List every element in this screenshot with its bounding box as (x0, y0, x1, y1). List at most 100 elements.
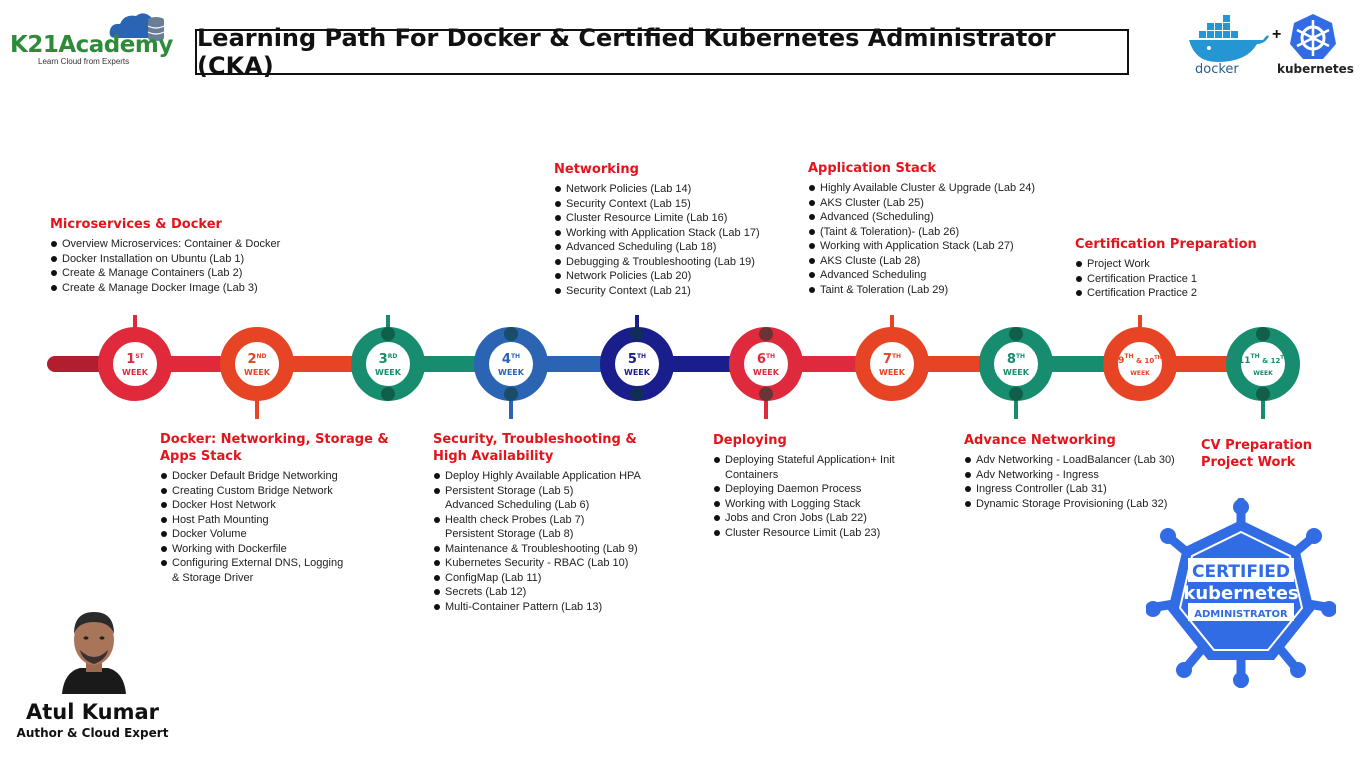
list-item: Working with Application Stack (Lab 27) (808, 239, 1035, 254)
list-item: Security Context (Lab 21) (554, 284, 760, 299)
title-line-2: High Availability (433, 449, 554, 464)
week-number: 2ND (247, 352, 266, 367)
section-title: Deploying (713, 433, 787, 448)
list-item: Containers (725, 468, 779, 481)
list-item: Deploying Daemon Process (713, 482, 895, 497)
list-item: (Taint & Toleration)- (Lab 26) (808, 225, 1035, 240)
title-line-1: Docker: Networking, Storage & (160, 432, 389, 447)
week-node-ring (220, 327, 294, 401)
badge-line-1: CERTIFIED (1192, 562, 1290, 582)
list-item: Project Work (1075, 257, 1257, 272)
cloud-database-icon (109, 13, 165, 41)
week-label: WEEK (375, 368, 402, 377)
section-list: Network Policies (Lab 14) Security Conte… (554, 182, 760, 298)
week-label: WEEK (624, 368, 651, 377)
list-item: Working with Application Stack (Lab 17) (554, 226, 760, 241)
week-number: 9TH & 10TH (1118, 353, 1162, 366)
list-item: Docker Volume (160, 527, 389, 542)
section-advance-networking: Advance Networking Adv Networking - Load… (964, 432, 1175, 511)
week-node-ring (600, 327, 674, 401)
list-item: Multi-Container Pattern (Lab 13) (433, 600, 641, 615)
section-security: Security, Troubleshooting & High Availabi… (433, 431, 641, 614)
section-list: Highly Available Cluster & Upgrade (Lab … (808, 181, 1035, 297)
title-line-1: CV Preparation (1201, 438, 1313, 453)
list-item: Secrets (Lab 12) (433, 585, 641, 600)
week-label: WEEK (244, 368, 271, 377)
list-item: Working with Dockerfile (160, 542, 389, 557)
week-number: 11TH & 12TH (1238, 353, 1288, 366)
author-photo (60, 602, 128, 694)
list-item: Adv Networking - LoadBalancer (Lab 30) (964, 453, 1175, 468)
list-item: Deploying Stateful Application+ Init (713, 453, 895, 468)
list-item: Dynamic Storage Provisioning (Lab 32) (964, 497, 1175, 512)
list-item: Maintenance & Troubleshooting (Lab 9) (433, 542, 641, 557)
list-item: Ingress Controller (Lab 31) (964, 482, 1175, 497)
week-node-ring (1103, 327, 1177, 401)
list-item: ConfigMap (Lab 11) (433, 571, 641, 586)
week-number: 7TH (883, 352, 901, 367)
list-item: Overview Microservices: Container & Dock… (50, 237, 280, 252)
list-item: Health check Probes (Lab 7) (433, 513, 641, 528)
brand-name: K21Academy (10, 32, 173, 58)
badge-line-3: ADMINISTRATOR (1194, 609, 1288, 620)
week-label: WEEK (879, 368, 906, 377)
week-number: 1ST (126, 352, 144, 367)
list-item: Host Path Mounting (160, 513, 389, 528)
docker-whale-icon (1189, 15, 1269, 62)
section-networking: Networking Network Policies (Lab 14) Sec… (554, 161, 760, 298)
list-item: Persistent Storage (Lab 8) (445, 528, 574, 540)
week-node-notch (759, 387, 773, 401)
list-item: Jobs and Cron Jobs (Lab 22) (713, 511, 895, 526)
section-title: Certification Preparation (1075, 237, 1257, 252)
list-item: Debugging & Troubleshooting (Lab 19) (554, 255, 760, 270)
week-number: 4TH (502, 352, 520, 367)
list-item: Kubernetes Security - RBAC (Lab 10) (433, 556, 641, 571)
list-item: Cluster Resource Limit (Lab 23) (713, 526, 895, 541)
list-item: AKS Cluster (Lab 25) (808, 196, 1035, 211)
title-line-1: Security, Troubleshooting & (433, 432, 637, 447)
plus-sign: + (1272, 26, 1282, 43)
list-item: Taint & Toleration (Lab 29) (808, 283, 1035, 298)
week-node-notch (1009, 327, 1023, 341)
section-microservices: Microservices & Docker Overview Microser… (50, 216, 280, 295)
cka-badge: CERTIFIED kubernetes ADMINISTRATOR (1145, 497, 1337, 689)
week-node-notch (630, 327, 644, 341)
week-node-ring (979, 327, 1053, 401)
ship-wheel-icon: CERTIFIED kubernetes ADMINISTRATOR (1145, 497, 1337, 689)
list-item: Docker Default Bridge Networking (160, 469, 389, 484)
author-name: Atul Kumar (25, 700, 159, 724)
week-number: 3RD (379, 352, 398, 367)
list-item-continuation: & Storage Driver (172, 571, 254, 584)
week-label: WEEK (1003, 368, 1030, 377)
list-item: Deploy Highly Available Application HPA (433, 469, 641, 484)
kubernetes-helm-icon (1290, 14, 1336, 59)
section-title: Application Stack (808, 161, 937, 176)
list-item: Creating Custom Bridge Network (160, 484, 389, 499)
week-label: WEEK (753, 368, 780, 377)
week-label: WEEK (1130, 370, 1150, 377)
list-item: Advanced Scheduling (Lab 6) (445, 499, 590, 511)
week-node-notch (504, 327, 518, 341)
list-item: Certification Practice 2 (1075, 286, 1257, 301)
section-list: Deploying Stateful Application+ Init Con… (713, 453, 895, 540)
author-role: Author & Cloud Expert (16, 726, 169, 740)
week-label: WEEK (1253, 370, 1273, 377)
section-deploying: Deploying Deploying Stateful Application… (713, 432, 895, 540)
section-title: Microservices & Docker (50, 217, 222, 232)
list-item: Certification Practice 1 (1075, 272, 1257, 287)
list-item: Working with Logging Stack (713, 497, 895, 512)
title-line-2: Apps Stack (160, 449, 242, 464)
list-item: Create & Manage Containers (Lab 2) (50, 266, 280, 281)
week-node-notch (630, 387, 644, 401)
section-list: Docker Default Bridge Networking Creatin… (160, 469, 389, 585)
list-item: Highly Available Cluster & Upgrade (Lab … (808, 181, 1035, 196)
list-item: Cluster Resource Limite (Lab 16) (554, 211, 760, 226)
week-label: WEEK (498, 368, 525, 377)
list-item: Security Context (Lab 15) (554, 197, 760, 212)
week-number: 8TH (1007, 352, 1025, 367)
week-node-notch (381, 327, 395, 341)
week-number: 6TH (757, 352, 775, 367)
